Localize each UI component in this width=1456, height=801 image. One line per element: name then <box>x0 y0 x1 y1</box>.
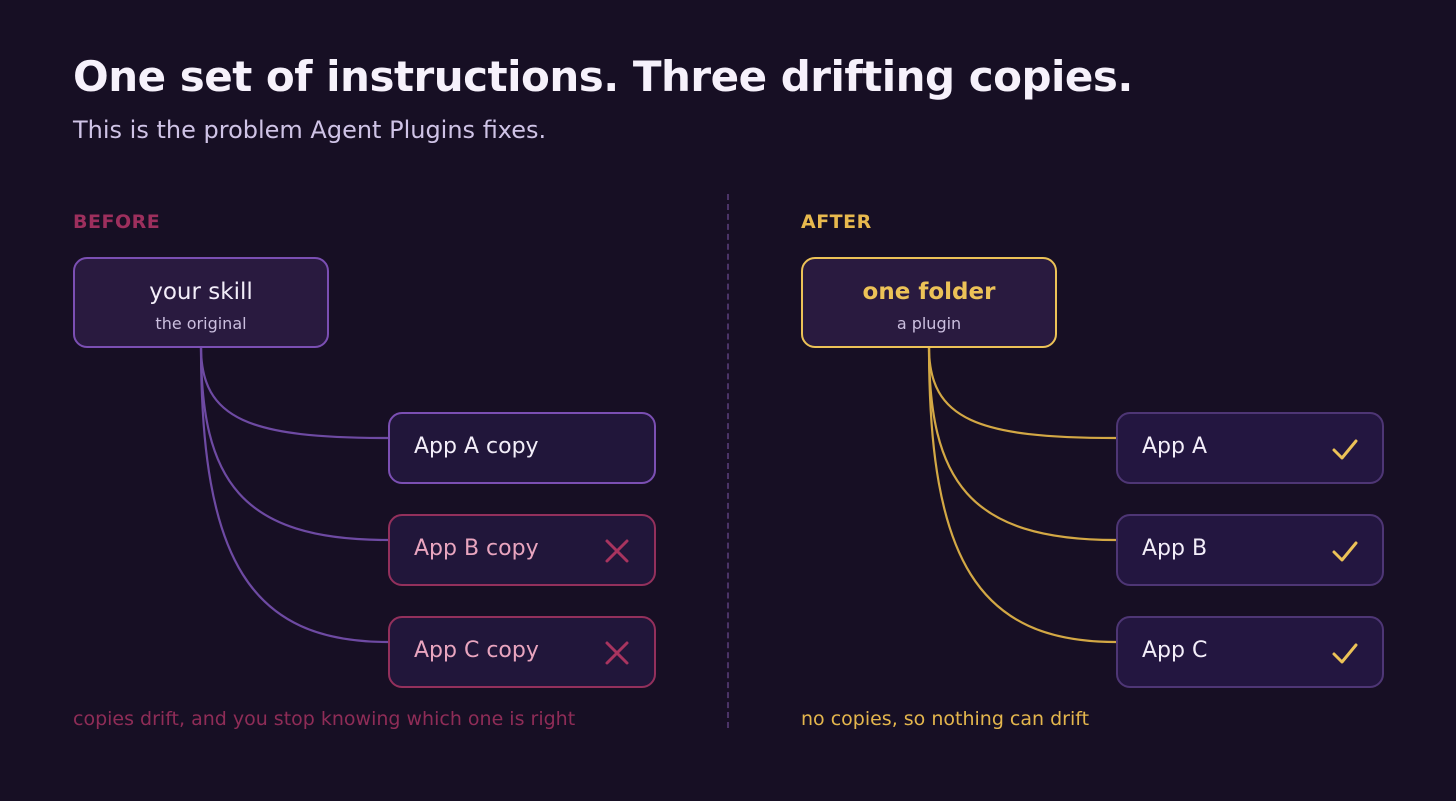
check-icon <box>1332 643 1358 664</box>
section-divider <box>727 194 729 728</box>
before-target-label: App B copy <box>414 536 539 561</box>
check-icon <box>1332 439 1358 460</box>
connector-after-a <box>927 346 1117 440</box>
connector-before-b <box>199 346 389 542</box>
before-source-node: your skill the original <box>73 257 329 348</box>
after-target-label: App B <box>1142 536 1208 561</box>
before-target-a: App A copy <box>388 412 656 484</box>
x-icon <box>605 641 629 665</box>
before-label: BEFORE <box>73 211 161 233</box>
page-subtitle: This is the problem Agent Plugins fixes. <box>73 116 547 144</box>
after-target-b: App B <box>1116 514 1384 586</box>
before-caption: copies drift, and you stop knowing which… <box>73 708 576 730</box>
after-source-title: one folder <box>862 279 996 305</box>
connector-after-b <box>927 346 1117 542</box>
before-source-subtitle: the original <box>155 314 247 333</box>
before-target-b: App B copy <box>388 514 656 586</box>
connector-before-c <box>199 346 389 644</box>
before-target-c: App C copy <box>388 616 656 688</box>
before-target-label: App C copy <box>414 638 539 663</box>
after-source-subtitle: a plugin <box>896 314 962 333</box>
check-icon <box>1332 541 1358 562</box>
after-target-label: App C <box>1142 638 1208 663</box>
after-target-a: App A <box>1116 412 1384 484</box>
connector-before-a <box>199 346 389 440</box>
before-source-title: your skill <box>149 279 253 305</box>
after-label: AFTER <box>801 211 872 233</box>
after-source-node: one folder a plugin <box>801 257 1057 348</box>
before-target-label: App A copy <box>414 434 539 459</box>
connector-after-c <box>927 346 1117 644</box>
after-target-c: App C <box>1116 616 1384 688</box>
after-target-label: App A <box>1142 434 1208 459</box>
page-title: One set of instructions. Three drifting … <box>73 52 1133 101</box>
x-icon <box>605 539 629 563</box>
after-caption: no copies, so nothing can drift <box>801 708 1090 730</box>
